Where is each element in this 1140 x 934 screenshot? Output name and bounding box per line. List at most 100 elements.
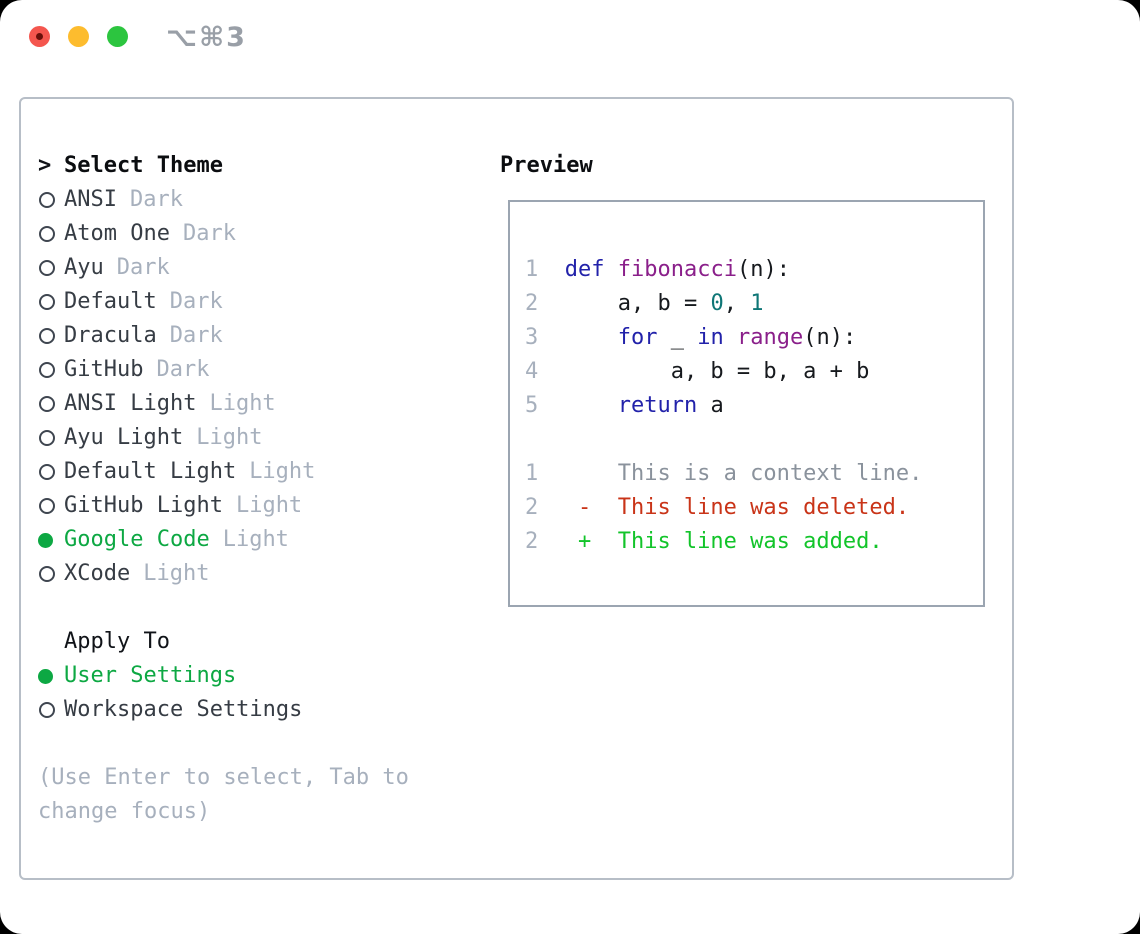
theme-name: GitHub (64, 357, 144, 382)
theme-name: Ayu (64, 255, 104, 280)
diff-text: This line was added. (617, 529, 883, 554)
code-token-plain: (n): (803, 325, 857, 350)
theme-variant-tag: Light (249, 459, 316, 484)
radio-unselected-icon (39, 566, 55, 582)
code-token-keyword: for (617, 325, 658, 350)
apply-to-marker (38, 625, 64, 659)
radio-marker (38, 421, 64, 455)
theme-name: Google Code (64, 527, 210, 552)
minimize-button[interactable] (68, 26, 89, 47)
code-token-keyword: return (617, 393, 698, 418)
apply-to-title: Apply To (64, 629, 170, 654)
code-token-keyword: def (564, 257, 605, 282)
radio-marker (38, 659, 64, 693)
hint-text-line-2: change focus) (38, 799, 211, 824)
code-line: 3 for _ in range(n): (525, 321, 922, 355)
theme-name: GitHub Light (64, 493, 223, 518)
selected-item-marker: > (38, 149, 64, 183)
theme-list-title: Select Theme (64, 153, 223, 178)
code-token-plain (604, 257, 617, 282)
theme-name: ANSI (64, 187, 117, 212)
apply-option-name: Workspace Settings (64, 697, 303, 722)
theme-name: ANSI Light (64, 391, 197, 416)
radio-marker (38, 693, 64, 727)
code-token-number: 0 (710, 291, 724, 316)
code-token-plain: (n): (736, 257, 790, 282)
radio-marker (38, 489, 64, 523)
theme-list-header: > Select Theme (38, 149, 488, 183)
radio-marker (38, 285, 64, 319)
theme-name: Dracula (64, 323, 157, 348)
code-token-function: range (736, 325, 804, 350)
line-number: 2 (525, 495, 539, 520)
theme-variant-tag: Light (196, 425, 263, 450)
titlebar: ⌥⌘3 (0, 0, 1140, 70)
theme-option-dracula[interactable]: Dracula Dark (38, 319, 488, 353)
theme-variant-tag: Dark (156, 357, 210, 382)
radio-marker (38, 217, 64, 251)
radio-marker (38, 183, 64, 217)
theme-option-github[interactable]: GitHub Dark (38, 353, 488, 387)
code-token-plain (565, 325, 618, 350)
line-number: 2 (525, 529, 539, 554)
code-token-number: 1 (750, 291, 764, 316)
theme-name: XCode (64, 561, 131, 586)
zoom-button[interactable] (107, 26, 128, 47)
theme-variant-tag: Dark (169, 289, 223, 314)
code-line: 4 a, b = b, a + b (525, 355, 922, 389)
apply-option-workspace-settings[interactable]: Workspace Settings (38, 693, 488, 727)
close-dot-icon (36, 33, 43, 40)
radio-marker (38, 387, 64, 421)
radio-marker (38, 353, 64, 387)
apply-option-user-settings[interactable]: User Settings (38, 659, 488, 693)
radio-unselected-icon (39, 464, 55, 480)
radio-unselected-icon (39, 362, 55, 378)
spacer (38, 591, 488, 625)
radio-unselected-icon (39, 498, 55, 514)
radio-unselected-icon (39, 702, 55, 718)
code-token-plain: a (697, 393, 724, 418)
theme-variant-tag: Dark (169, 323, 223, 348)
diff-text: This is a context line. (617, 461, 923, 486)
theme-name: Atom One (64, 221, 170, 246)
code-line: 5 return a (525, 389, 922, 423)
line-number: 2 (525, 291, 539, 316)
code-line: 2 a, b = 0, 1 (525, 287, 922, 321)
line-number: 1 (525, 257, 539, 282)
window-shortcut-label: ⌥⌘3 (166, 22, 247, 53)
radio-unselected-icon (39, 192, 55, 208)
preview-title: Preview (500, 153, 593, 178)
code-token-plain (565, 393, 618, 418)
code-token-plain (724, 325, 737, 350)
code-token-plain: a, b = b, a + b (564, 359, 870, 384)
radio-unselected-icon (39, 260, 55, 276)
radio-unselected-icon (39, 328, 55, 344)
radio-marker (38, 523, 64, 557)
code-token-plain: a, b = (564, 291, 711, 316)
diff-added-marker: + (577, 529, 592, 554)
code-token-keyword: in (697, 325, 724, 350)
radio-marker (38, 319, 64, 353)
code-token-plain: , (723, 291, 751, 316)
apply-option-name: User Settings (64, 663, 237, 688)
radio-selected-icon (38, 532, 53, 548)
blank-line (525, 423, 922, 457)
radio-unselected-icon (39, 430, 55, 446)
chevron-right-icon: > (38, 153, 52, 178)
radio-unselected-icon (39, 226, 55, 242)
diff-text: This line was deleted. (617, 495, 910, 520)
close-button[interactable] (29, 26, 50, 47)
